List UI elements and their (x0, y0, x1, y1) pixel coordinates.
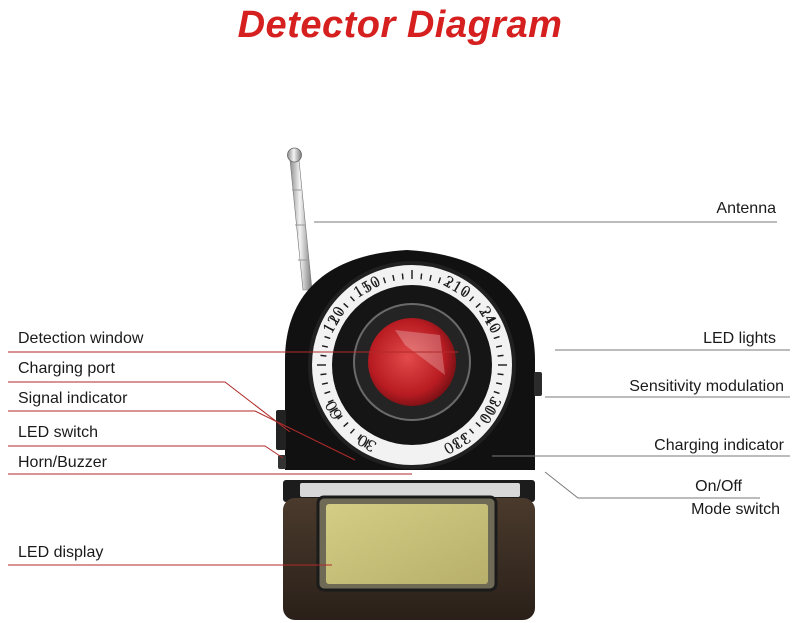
dial-tick (490, 326, 497, 331)
label-antenna: Antenna (716, 200, 776, 217)
dial-tick (320, 354, 327, 357)
dial-tick (324, 335, 331, 340)
dial-tick (327, 399, 334, 404)
dial-tick (329, 407, 338, 414)
dial-tick (469, 428, 475, 434)
dial-tick (392, 274, 395, 282)
dial-tick (357, 434, 363, 440)
label-signal-indicator: Signal indicator (18, 390, 128, 407)
label-horn-buzzer: Horn/Buzzer (18, 454, 107, 471)
dial-tick (349, 428, 355, 434)
dial-tick (475, 302, 481, 308)
dial-tick (461, 290, 467, 296)
dial-tick (461, 434, 467, 440)
dial-tick (349, 296, 355, 302)
label-charging-port: Charging port (18, 360, 115, 377)
lcd-screen-icon (316, 495, 498, 592)
dial-tick (321, 382, 329, 385)
label-led-display: LED display (18, 544, 104, 561)
dial-tick (357, 290, 363, 296)
lens-icon (353, 303, 471, 421)
leader-lines (8, 221, 790, 566)
dial-tick (329, 316, 338, 323)
dial-tick (337, 414, 343, 420)
dial-tick (454, 439, 461, 448)
dial-tick (324, 390, 331, 395)
antenna-icon (287, 147, 313, 291)
label-led-switch: LED switch (18, 424, 99, 441)
label-detection-window: Detection window (18, 330, 144, 347)
dial-tick (373, 280, 378, 287)
dial-tick (495, 345, 503, 348)
dial-tick (481, 414, 487, 420)
label-charging-indicator: Charging indicator (654, 437, 784, 454)
dial-tick (343, 302, 349, 308)
dial-tick (475, 422, 481, 428)
dial-tick (327, 326, 334, 331)
dial-tick (493, 335, 500, 340)
dial-tick (446, 280, 451, 287)
dial-tick (420, 273, 423, 280)
dial-tick (454, 282, 461, 291)
dial-tick (363, 282, 370, 291)
dial-tick (486, 407, 495, 414)
dial-tick (481, 310, 487, 316)
dial-tick (382, 277, 387, 284)
dial-tick (437, 277, 442, 284)
dial-tick (429, 274, 432, 282)
label-sensitivity-modulation: Sensitivity modulation (629, 378, 784, 395)
dial-tick (321, 345, 329, 348)
dial-tick (497, 373, 504, 376)
dial-tick (497, 354, 504, 357)
dial-tick (363, 439, 370, 448)
label-mode-switch: Mode switch (691, 501, 780, 518)
dial-tick (337, 310, 343, 316)
label-on-off: On/Off (695, 478, 742, 495)
dial-tick (495, 382, 503, 385)
dial-tick (343, 422, 349, 428)
dial-tick (401, 273, 404, 280)
dial-tick (490, 399, 497, 404)
label-led-lights: LED lights (703, 330, 776, 347)
dial-tick (493, 390, 500, 395)
dial-tick (320, 373, 327, 376)
dial-tick (469, 296, 475, 302)
page-title: Detector Diagram (237, 4, 563, 46)
dial-tick (486, 316, 495, 323)
